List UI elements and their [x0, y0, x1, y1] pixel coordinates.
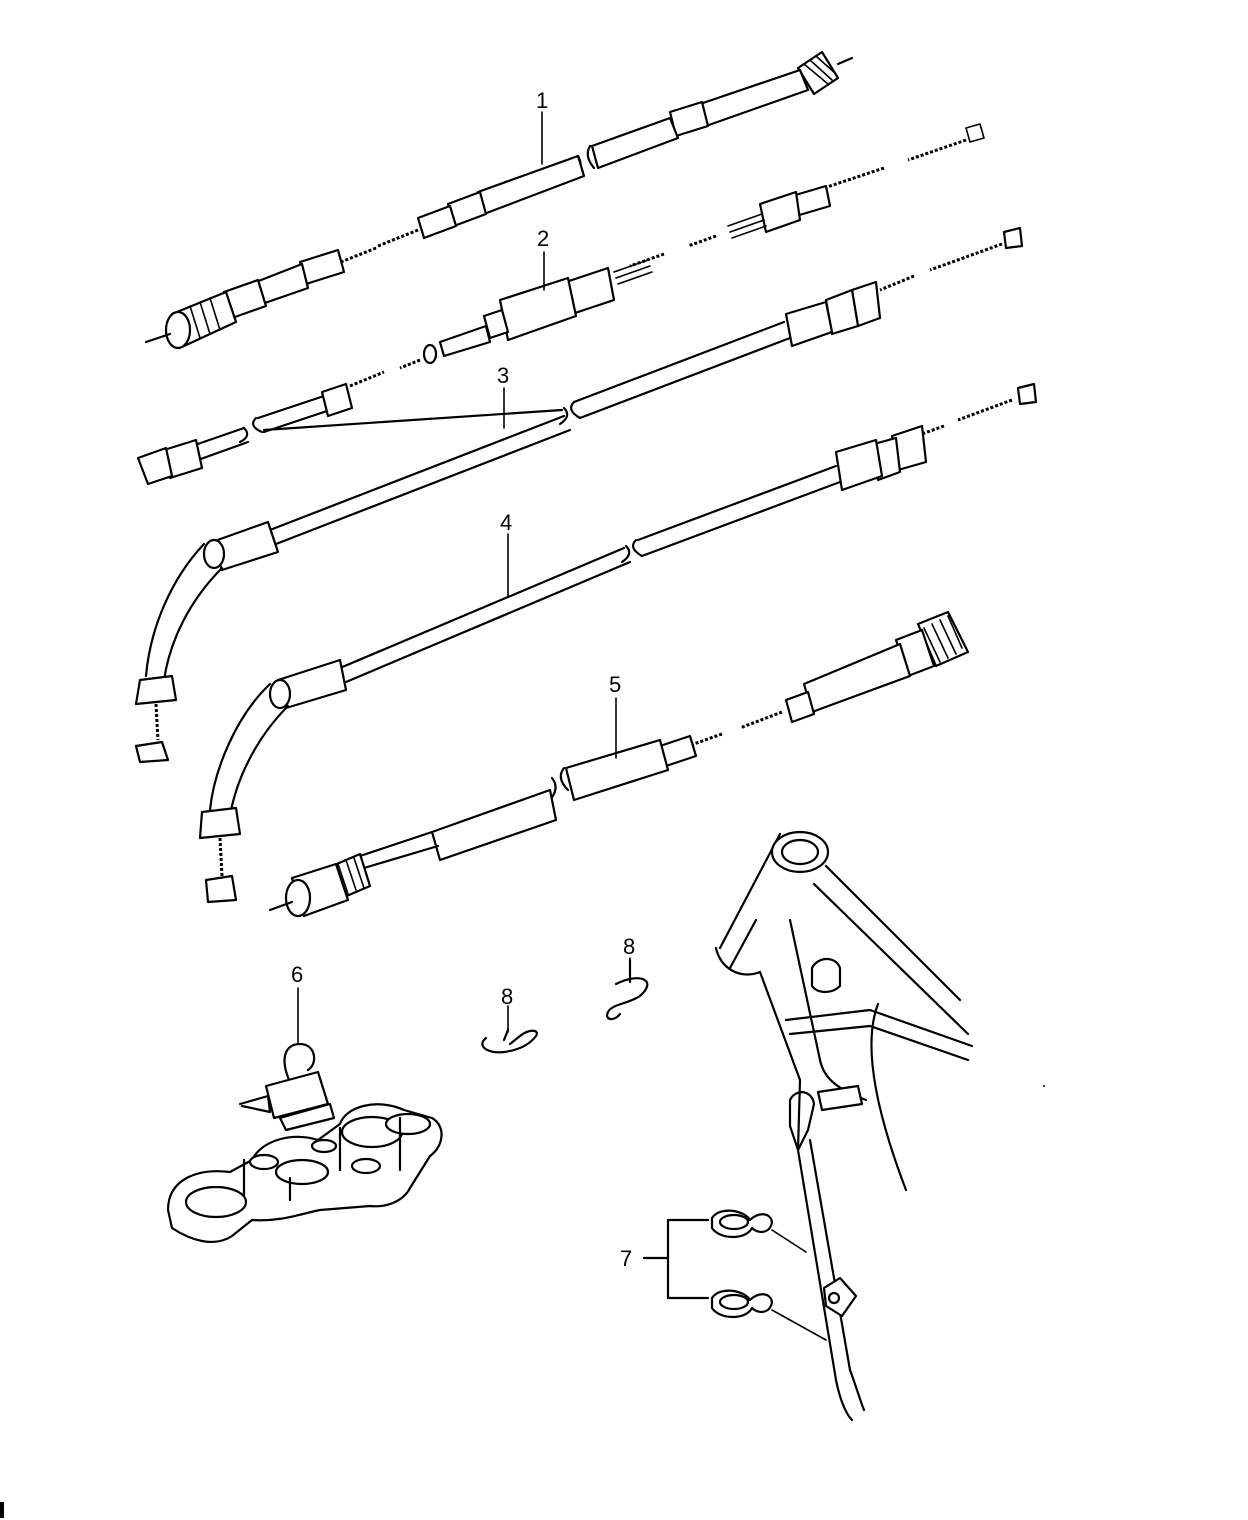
callout-1: 1 [536, 88, 548, 113]
cable-2 [399, 123, 985, 370]
leader-lines [297, 111, 631, 1045]
callout-6: 6 [291, 962, 303, 987]
edge-mark [0, 1502, 4, 1518]
part-8-clip-left [481, 1028, 538, 1054]
part-6-cable-guide-clamp [166, 1042, 443, 1244]
cable-5-tachometer [268, 610, 970, 918]
callout-4: 4 [500, 510, 512, 535]
part-8-clip-right [606, 958, 649, 1021]
callout-8-right: 8 [623, 934, 635, 959]
part-7-clamps [642, 1209, 827, 1341]
frame-section [714, 830, 974, 1422]
callout-5: 5 [609, 672, 621, 697]
cable-3 [134, 226, 1024, 764]
cable-4 [198, 382, 1038, 904]
callout-8-left: 8 [501, 984, 513, 1009]
cable-1-speedometer [144, 50, 854, 350]
speck [1043, 1085, 1045, 1087]
callout-7: 7 [620, 1246, 632, 1271]
callout-3: 3 [497, 363, 509, 388]
callout-2: 2 [537, 226, 549, 251]
